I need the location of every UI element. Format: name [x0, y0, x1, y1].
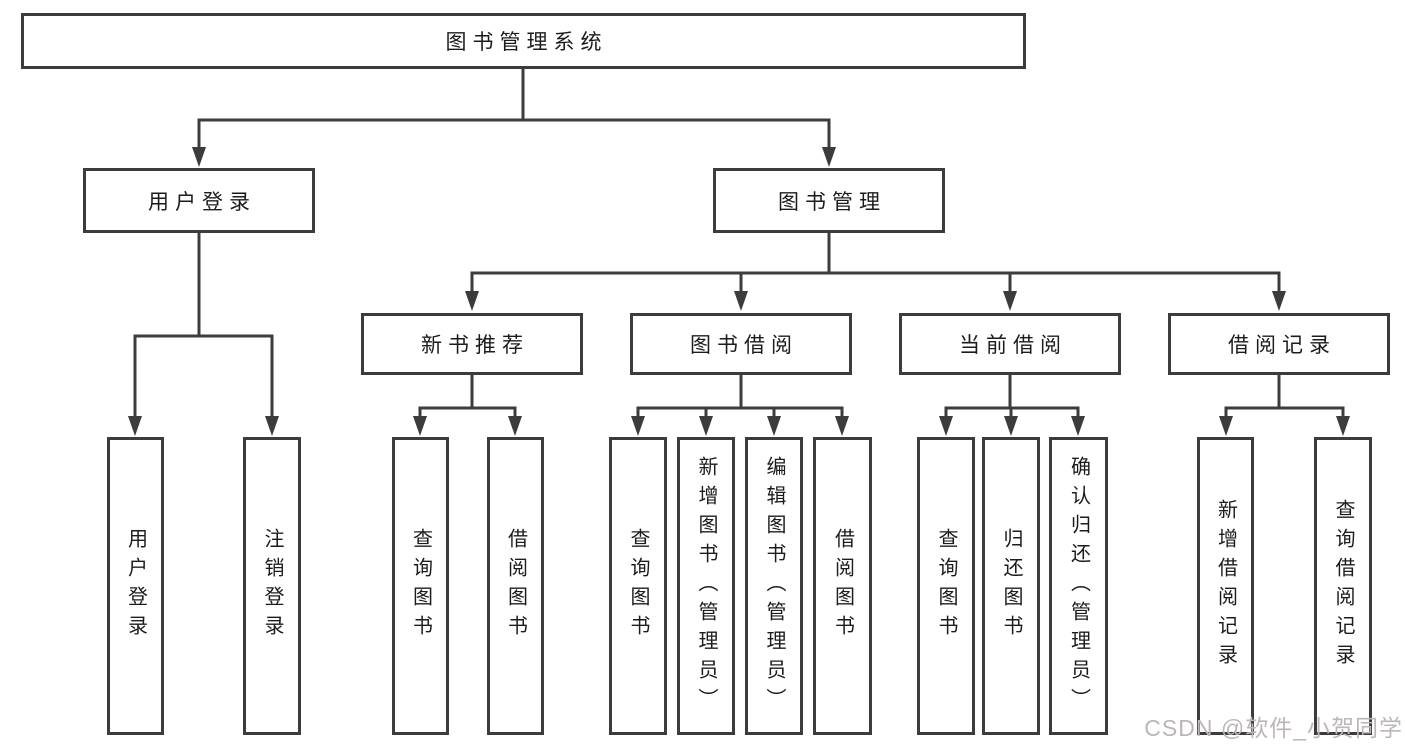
node-leaf-query-books-borrowing: 查询图书 — [609, 437, 667, 735]
node-borrow-records: 借阅记录 — [1168, 313, 1390, 375]
node-leaf-query-borrow-record: 查询借阅记录 — [1314, 437, 1372, 735]
node-user-login: 用户登录 — [83, 168, 315, 233]
node-leaf-confirm-return-admin: 确认归还（管理员） — [1049, 437, 1108, 735]
node-leaf-borrow-books-recommend: 借阅图书 — [487, 437, 544, 735]
node-leaf-borrow-books: 借阅图书 — [813, 437, 872, 735]
node-new-book-recommend: 新书推荐 — [361, 313, 583, 375]
node-leaf-query-books-current: 查询图书 — [917, 437, 975, 735]
node-leaf-user-login: 用户登录 — [107, 437, 164, 735]
node-leaf-logout: 注销登录 — [243, 437, 301, 735]
node-leaf-add-borrow-record: 新增借阅记录 — [1197, 437, 1254, 735]
node-leaf-query-books-recommend: 查询图书 — [392, 437, 449, 735]
node-current-borrowing: 当前借阅 — [899, 313, 1121, 375]
node-root: 图书管理系统 — [21, 13, 1026, 69]
csdn-watermark: CSDN @软件_小贺同学 — [1144, 715, 1403, 741]
node-leaf-add-books-admin: 新增图书（管理员） — [677, 437, 735, 735]
node-book-borrowing: 图书借阅 — [630, 313, 852, 375]
node-book-management: 图书管理 — [713, 168, 945, 233]
node-leaf-return-books: 归还图书 — [982, 437, 1040, 735]
node-leaf-edit-books-admin: 编辑图书（管理员） — [745, 437, 803, 735]
